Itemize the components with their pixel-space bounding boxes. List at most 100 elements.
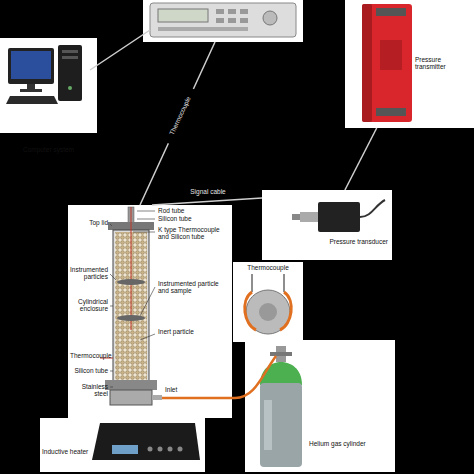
part-label: K type Thermocouple and Silicon tube	[158, 226, 230, 241]
computer-icon	[6, 96, 58, 104]
inductive-heater-device	[112, 445, 138, 454]
leader-line	[110, 387, 113, 388]
packed-bed-column	[110, 390, 152, 405]
device-label: Inductive heater	[42, 448, 92, 455]
device-label: Helium gas cylinder	[309, 440, 391, 447]
data-logger	[216, 18, 224, 23]
packed-bed-column	[131, 207, 132, 330]
packed-bed-column	[117, 279, 145, 285]
data-logger	[228, 9, 236, 14]
pressure-transmitter-device	[376, 8, 406, 16]
particle-sample-figure	[259, 303, 277, 321]
data-logger	[158, 9, 208, 22]
equipment-panel: Pressure transducer	[262, 190, 392, 260]
signal-wire	[162, 356, 276, 398]
helium-cylinder	[260, 383, 302, 467]
part-label: Instrumented particles	[70, 266, 108, 281]
inductive-heater-device	[148, 447, 153, 452]
part-label: Rod tube	[158, 207, 230, 214]
pressure-transducer-device	[262, 190, 392, 260]
leader-line	[133, 232, 155, 233]
packed-bed-column	[117, 315, 145, 321]
part-label: Signal cable	[182, 188, 234, 195]
leader-line	[137, 211, 155, 212]
pressure-transmitter-device	[362, 4, 412, 122]
data-logger	[263, 11, 277, 25]
data-logger	[143, 0, 303, 42]
particle-sample-figure	[233, 262, 303, 342]
part-label: Inert particle	[158, 328, 230, 335]
equipment-panel: Helium gas cylinder	[245, 340, 395, 472]
packed-bed-column	[152, 395, 162, 400]
part-label: Stainless steel	[70, 383, 108, 398]
helium-cylinder	[270, 352, 292, 356]
leader-line	[137, 219, 155, 220]
computer-icon	[20, 89, 42, 92]
helium-cylinder	[245, 340, 395, 472]
particle-sample-figure	[233, 262, 303, 342]
pressure-transmitter-device	[380, 40, 402, 70]
part-label: Thermocouple	[70, 352, 108, 359]
data-logger	[240, 18, 248, 23]
data-logger	[216, 9, 224, 14]
part-label: Silicon tube	[70, 367, 108, 374]
pressure-transmitter-device	[362, 4, 372, 122]
leader-line	[140, 287, 155, 316]
signal-wire	[140, 42, 215, 205]
part-label: Cylindrical enclosure	[70, 298, 108, 313]
leader-line	[110, 224, 112, 226]
device-label: Computer system	[4, 146, 93, 153]
packed-bed-column	[105, 380, 157, 390]
inductive-heater-device	[40, 418, 205, 472]
leader-line	[110, 274, 116, 280]
signal-wire	[90, 30, 276, 398]
leader-line	[110, 371, 113, 372]
inductive-heater-device	[158, 447, 163, 452]
leader-line	[110, 306, 113, 307]
pressure-transducer-device	[292, 214, 300, 220]
equipment-panel: Computer system	[0, 38, 97, 155]
pressure-transducer-device	[262, 190, 392, 260]
pressure-transmitter-device	[345, 0, 474, 128]
computer-icon	[58, 45, 82, 101]
pressure-transmitter-device	[376, 108, 406, 116]
particle-sample-figure	[280, 292, 291, 330]
helium-cylinder	[260, 362, 302, 385]
particle-sample-figure	[245, 292, 256, 330]
pressure-transducer-device	[318, 202, 360, 232]
part-label: Instrumented particle and sample	[158, 280, 230, 295]
data-logger	[158, 27, 248, 31]
inductive-heater-device	[168, 447, 173, 452]
signal-wire	[90, 30, 150, 70]
equipment-panel: Pressure transmitter	[345, 0, 474, 128]
data-logger	[150, 3, 296, 37]
computer-icon	[11, 51, 51, 79]
pressure-transmitter-device	[345, 0, 474, 128]
helium-cylinder	[245, 340, 395, 472]
pressure-transducer-device	[360, 200, 385, 217]
computer-icon	[0, 38, 97, 133]
equipment-panel: Inductive heater	[40, 418, 205, 472]
device-label: Pressure transducer	[320, 238, 388, 245]
packed-bed-column	[68, 205, 232, 418]
part-label: Thermocouple	[236, 264, 300, 271]
data-logger	[228, 18, 236, 23]
device-label: Pressure transmitter	[415, 56, 471, 71]
computer-icon	[62, 56, 78, 59]
data-logger	[143, 0, 303, 42]
leader-line	[110, 211, 155, 387]
pressure-transducer-device	[300, 212, 318, 222]
inductive-heater-device	[92, 423, 200, 460]
inductive-heater-device	[40, 418, 205, 472]
particle-sample-figure	[252, 274, 284, 292]
part-label: Inlet	[165, 386, 205, 393]
computer-icon	[68, 86, 72, 90]
computer-icon	[8, 48, 54, 84]
part-label: Top lid	[70, 219, 108, 226]
helium-cylinder	[264, 400, 272, 450]
inductive-heater-device	[178, 447, 183, 452]
computer-icon	[0, 38, 97, 133]
